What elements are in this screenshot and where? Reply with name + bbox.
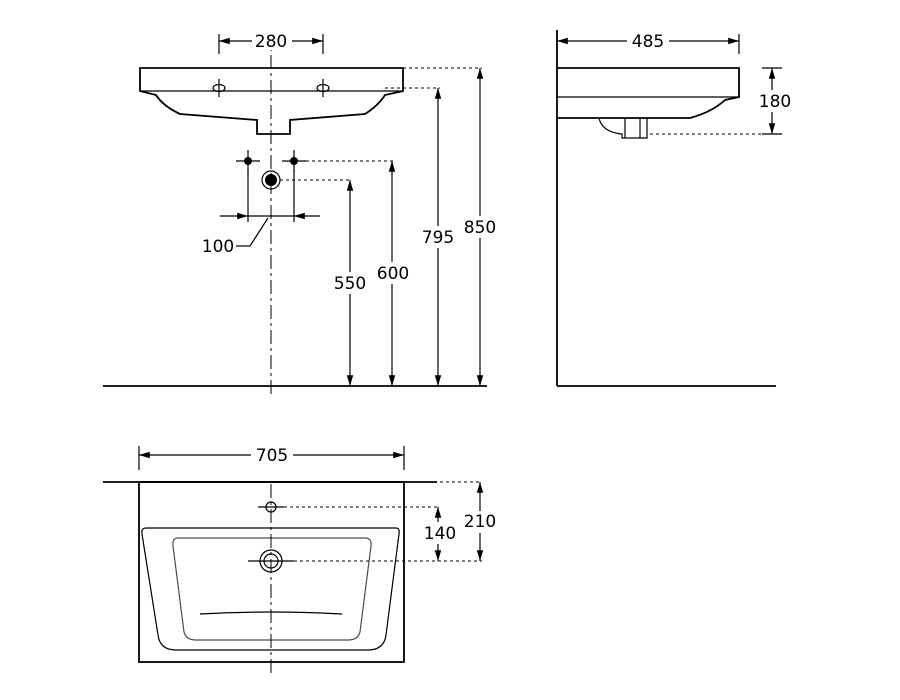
tap-hole-left-icon — [212, 79, 226, 97]
dim-795-label: 795 — [422, 228, 454, 248]
dim-210-label: 210 — [464, 512, 496, 532]
dim-280-label: 280 — [255, 32, 287, 52]
dim-140-label: 140 — [424, 524, 456, 544]
dim-100-label: 100 — [202, 237, 234, 257]
tap-hole-right-icon — [316, 79, 330, 97]
front-view: 280 100 550 600 795 — [103, 30, 498, 398]
basin-side-outline — [557, 67, 740, 119]
basin-front-outline — [139, 67, 404, 135]
basin-bowl-outline — [141, 527, 400, 651]
drain-top-icon — [248, 549, 294, 573]
dim-600-label: 600 — [377, 264, 409, 284]
side-view: 485 180 — [556, 30, 791, 387]
dim-550-label: 550 — [334, 274, 366, 294]
dim-850-label: 850 — [464, 218, 496, 238]
dim-705-label: 705 — [256, 446, 288, 466]
dim-180-label: 180 — [759, 92, 791, 112]
dim-485-label: 485 — [632, 32, 664, 52]
top-view: 705 140 210 — [103, 443, 498, 676]
